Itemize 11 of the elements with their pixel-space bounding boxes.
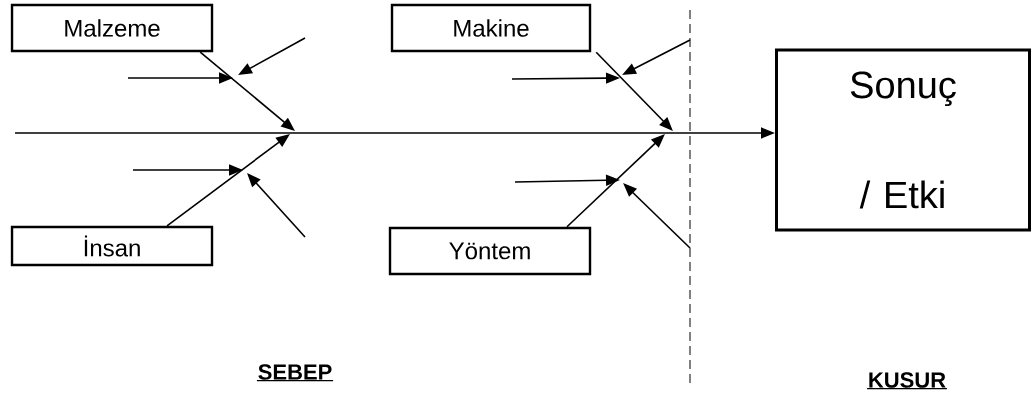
cause-box: Malzeme — [10, 3, 214, 53]
bone-arrow — [166, 134, 290, 227]
cause-box: İnsan — [10, 225, 214, 267]
effect-box: Sonuç / Etki — [775, 48, 1031, 232]
bone-arrow — [595, 51, 673, 131]
cause-box: Makine — [390, 3, 592, 53]
section-label: KUSUR — [866, 372, 948, 390]
cause-box: Yöntem — [388, 226, 592, 276]
bone-arrow — [566, 134, 665, 228]
section-label: SEBEP — [256, 364, 334, 382]
bone-arrow — [199, 51, 295, 131]
